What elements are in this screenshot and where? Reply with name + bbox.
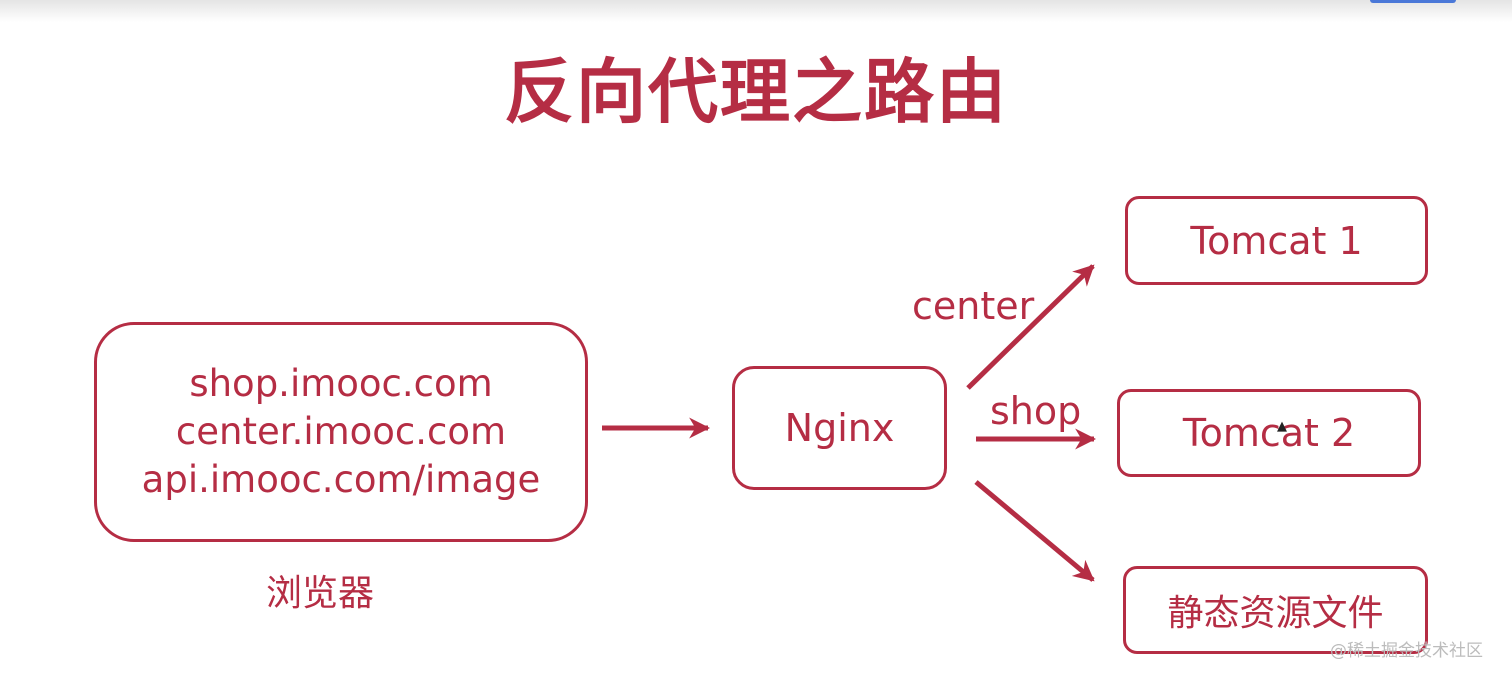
window-accent-bar — [1370, 0, 1456, 3]
browser-label: 浏览器 — [266, 573, 375, 614]
tomcat2-label: Tomcat 2 — [1182, 411, 1356, 455]
browser-domain-shop: shop.imooc.com — [189, 362, 493, 405]
arrow-nginx-to-static — [974, 480, 1095, 582]
browser-domain-center: center.imooc.com — [175, 410, 507, 453]
arrow-nginx-to-tomcat1 — [966, 264, 1095, 390]
edge-label-center: center — [912, 284, 1035, 328]
mouse-cursor-icon: ▲ — [1277, 419, 1287, 434]
static-files-label: 静态资源文件 — [1167, 593, 1384, 634]
window-top-bar — [0, 0, 1512, 22]
nginx-node: Nginx — [732, 366, 947, 490]
tomcat1-label: Tomcat 1 — [1190, 218, 1363, 263]
slide-title: 反向代理之路由 — [504, 51, 1008, 133]
tomcat1-node: Tomcat 1 — [1125, 196, 1428, 285]
browser-domain-api: api.imooc.com/image — [141, 458, 541, 501]
watermark: @稀土掘金技术社区 — [1330, 641, 1483, 661]
static-files-node: 静态资源文件 — [1123, 566, 1428, 654]
nginx-label: Nginx — [784, 406, 895, 450]
tomcat2-node: Tomcat 2 — [1117, 389, 1421, 477]
browser-node: shop.imooc.com center.imooc.com api.imoo… — [94, 322, 588, 542]
edge-label-shop: shop — [990, 389, 1082, 433]
